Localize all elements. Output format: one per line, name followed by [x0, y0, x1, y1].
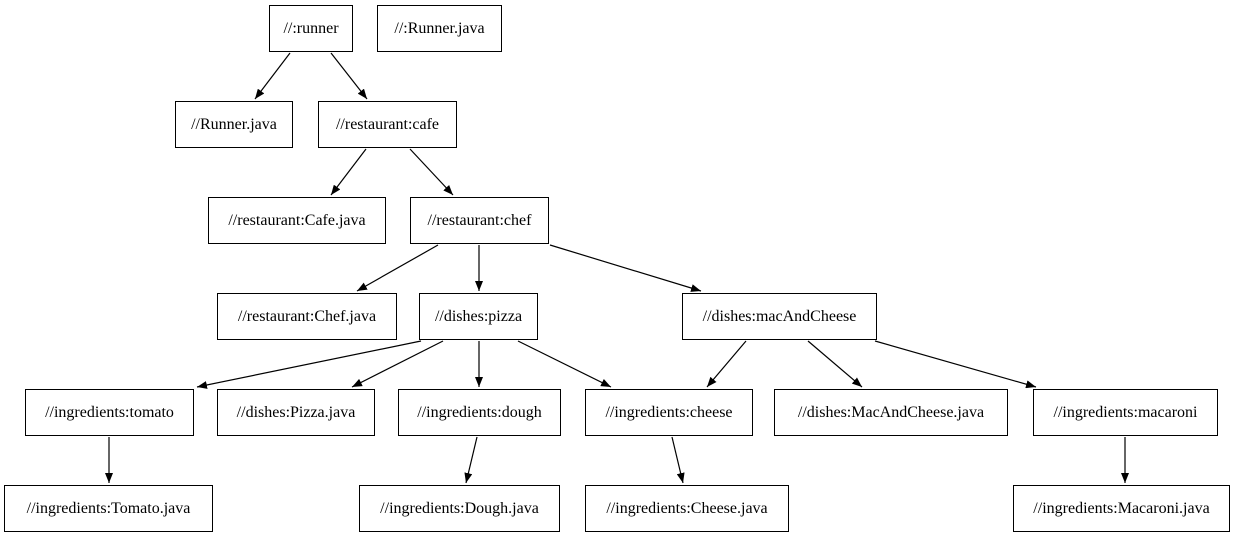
node-macaroni: //ingredients:macaroni: [1033, 389, 1218, 436]
node-cheese-java: //ingredients:Cheese.java: [585, 485, 789, 532]
node-mac-and-cheese: //dishes:macAndCheese: [682, 293, 877, 340]
edge-dough-to-dough-java: [464, 436, 478, 484]
edge-chef-to-chef-java: [356, 244, 439, 292]
edge-mac-and-cheese-to-macaroni: [874, 340, 1037, 389]
node-cafe: //restaurant:cafe: [318, 101, 457, 148]
edge-cafe-to-chef: [409, 148, 454, 196]
node-cafe-java: //restaurant:Cafe.java: [208, 197, 386, 244]
edge-cafe-to-cafe-java: [330, 148, 367, 196]
node-chef-java: //restaurant:Chef.java: [217, 293, 397, 340]
node-pizza: //dishes:pizza: [419, 293, 538, 340]
node-dough: //ingredients:dough: [398, 389, 561, 436]
node-dough-java: //ingredients:Dough.java: [359, 485, 560, 532]
edge-pizza-to-pizza-java: [351, 340, 444, 388]
edge-pizza-to-tomato: [196, 340, 422, 389]
edge-runner-to-runner-java: [254, 52, 291, 100]
node-runner: //:runner: [269, 5, 353, 52]
node-runner-java-label: //:Runner.java: [377, 5, 502, 52]
node-cheese: //ingredients:cheese: [585, 389, 753, 436]
edge-pizza-to-cheese: [517, 340, 612, 388]
node-macaroni-java: //ingredients:Macaroni.java: [1013, 485, 1230, 532]
node-mac-and-cheese-java: //dishes:MacAndCheese.java: [774, 389, 1008, 436]
node-tomato-java: //ingredients:Tomato.java: [4, 485, 213, 532]
node-chef: //restaurant:chef: [410, 197, 549, 244]
edge-cheese-to-cheese-java: [671, 436, 685, 484]
node-pizza-java: //dishes:Pizza.java: [217, 389, 375, 436]
edge-runner-to-cafe: [330, 52, 368, 100]
edge-mac-and-cheese-to-cheese: [706, 340, 747, 388]
node-runner-java: //Runner.java: [175, 101, 293, 148]
edge-mac-and-cheese-to-mac-and-cheese-java: [807, 340, 863, 388]
node-tomato: //ingredients:tomato: [25, 389, 194, 436]
edge-chef-to-mac-and-cheese: [549, 244, 702, 292]
